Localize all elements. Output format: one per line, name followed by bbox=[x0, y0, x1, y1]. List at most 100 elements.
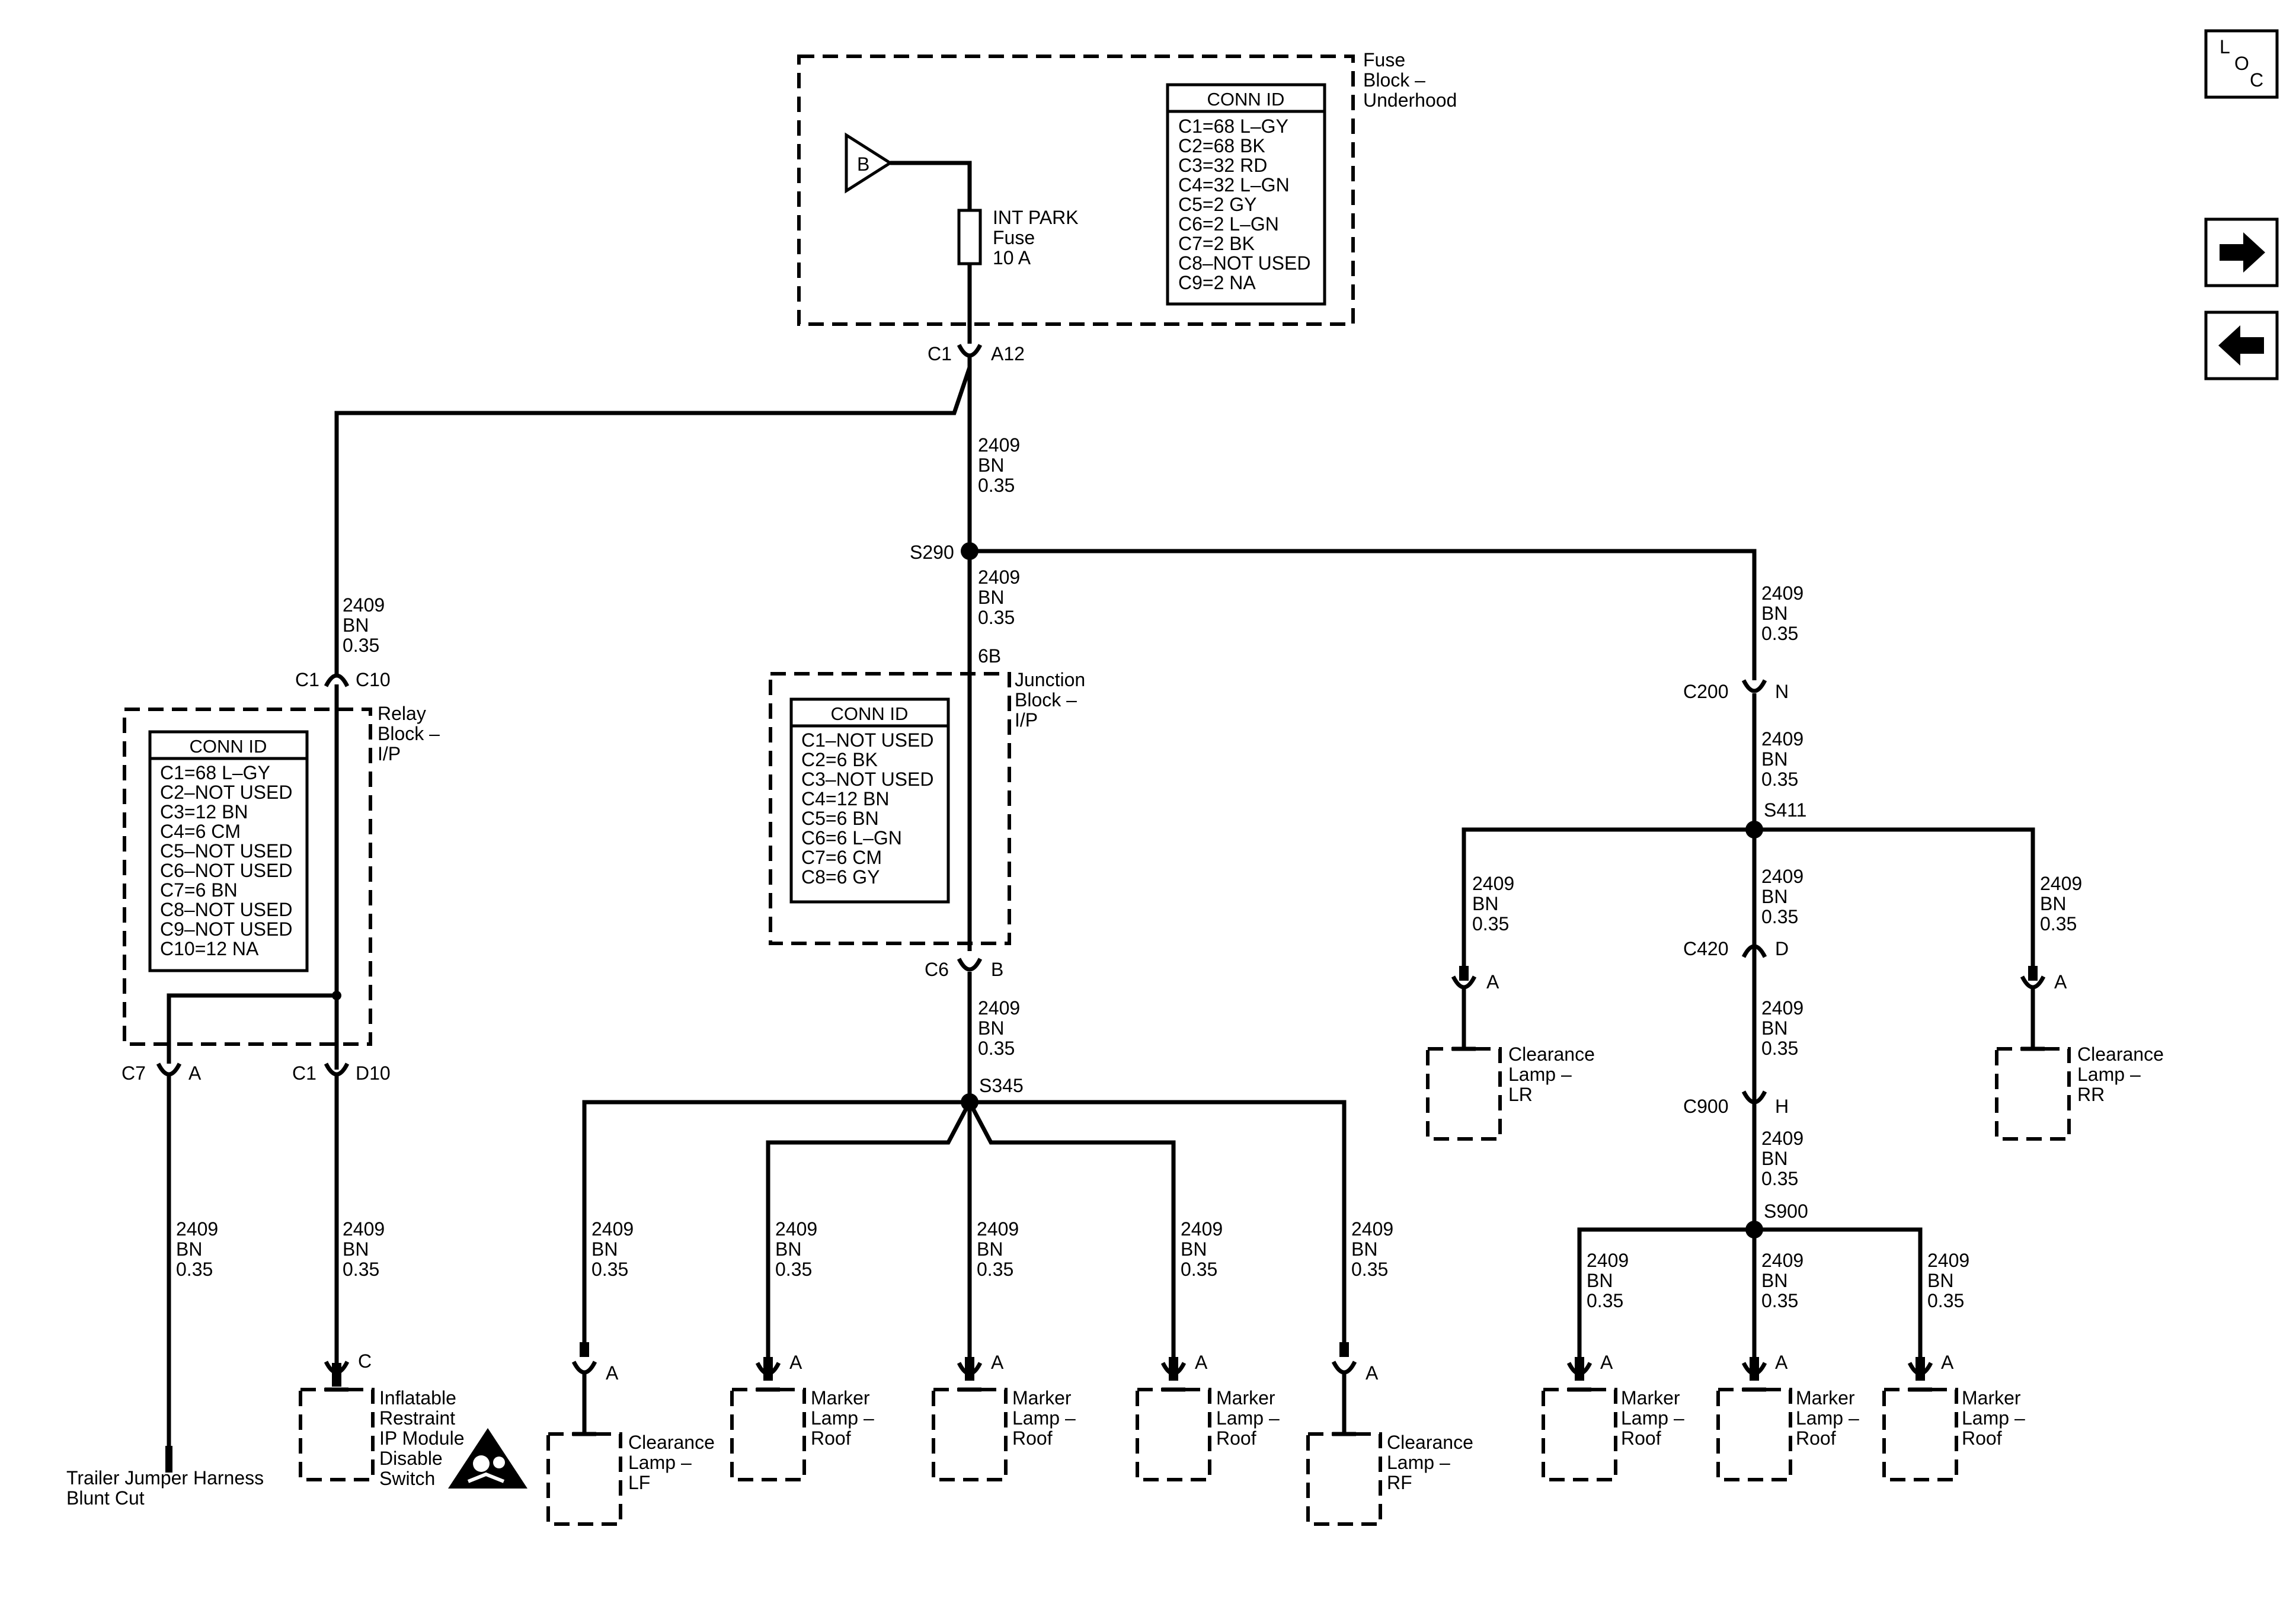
svg-text:0.35: 0.35 bbox=[1761, 1168, 1798, 1189]
loc-letter-c: C bbox=[2250, 69, 2263, 91]
connector-a bbox=[1451, 975, 1477, 990]
svg-text:C9–NOT USED: C9–NOT USED bbox=[160, 918, 292, 940]
svg-text:C6–NOT USED: C6–NOT USED bbox=[160, 860, 292, 881]
svg-text:2409: 2409 bbox=[978, 997, 1020, 1019]
svg-text:C10=12 NA: C10=12 NA bbox=[160, 938, 259, 959]
svg-text:C2=68 BK: C2=68 BK bbox=[1178, 135, 1265, 156]
svg-text:BN: BN bbox=[2040, 893, 2066, 914]
fuse-block-label: Fuse Block – Underhood bbox=[1363, 49, 1457, 111]
svg-text:0.35: 0.35 bbox=[775, 1259, 812, 1280]
connector-d10-label: D10 bbox=[356, 1062, 391, 1084]
airbag-warning-icon bbox=[448, 1428, 527, 1489]
svg-text:2409: 2409 bbox=[343, 1218, 385, 1240]
svg-text:Marker: Marker bbox=[1962, 1387, 2021, 1409]
svg-text:BN: BN bbox=[1472, 893, 1498, 914]
svg-text:BN: BN bbox=[176, 1238, 202, 1260]
svg-text:C3–NOT USED: C3–NOT USED bbox=[801, 769, 933, 790]
connector-c420-label: C420 bbox=[1683, 938, 1729, 959]
svg-text:CONN ID: CONN ID bbox=[190, 736, 267, 757]
marker-lamp-roof-3 bbox=[1136, 1388, 1211, 1481]
relay-block-label: Relay Block – I/P bbox=[378, 703, 440, 764]
svg-text:BN: BN bbox=[591, 1238, 618, 1260]
svg-text:BN: BN bbox=[978, 1017, 1004, 1039]
connector-c1-label: C1 bbox=[928, 343, 952, 364]
svg-text:Roof: Roof bbox=[1962, 1427, 2002, 1449]
svg-text:Lamp –: Lamp – bbox=[1796, 1407, 1859, 1429]
svg-text:BN: BN bbox=[978, 587, 1004, 608]
svg-text:2409: 2409 bbox=[2040, 873, 2082, 894]
svg-text:BN: BN bbox=[1761, 748, 1787, 770]
svg-text:0.35: 0.35 bbox=[1761, 906, 1798, 927]
connector-c1-d10 bbox=[324, 1062, 350, 1077]
svg-text:0.35: 0.35 bbox=[2040, 913, 2077, 934]
connector-d-label: D bbox=[1775, 938, 1789, 959]
connector-a bbox=[1907, 1362, 1933, 1376]
fuse-conn-id-table: CONN ID C1=68 L–GY C2=68 BK C3=32 RD C4=… bbox=[1166, 83, 1326, 306]
back-button[interactable] bbox=[2204, 311, 2279, 380]
connector-c1-label: C1 bbox=[292, 1062, 316, 1084]
connector-a bbox=[957, 1362, 983, 1376]
connector-c7-a bbox=[156, 1062, 182, 1077]
marker-lamp-roof-1 bbox=[730, 1388, 806, 1481]
svg-text:BN: BN bbox=[978, 454, 1004, 476]
connector-c420-d bbox=[1741, 944, 1767, 958]
svg-text:C7=6 CM: C7=6 CM bbox=[801, 847, 882, 868]
svg-text:A: A bbox=[606, 1362, 619, 1384]
svg-text:Lamp –: Lamp – bbox=[1962, 1407, 2025, 1429]
svg-text:2409: 2409 bbox=[1351, 1218, 1393, 1240]
svg-text:Marker: Marker bbox=[811, 1387, 870, 1409]
connector-b-label: B bbox=[991, 959, 1003, 980]
svg-text:Block –: Block – bbox=[378, 723, 440, 744]
svg-text:I/P: I/P bbox=[1015, 709, 1038, 731]
svg-text:RF: RF bbox=[1387, 1472, 1412, 1493]
forward-button[interactable] bbox=[2204, 217, 2279, 287]
splice-s290-label: S290 bbox=[910, 542, 954, 563]
svg-text:Clearance: Clearance bbox=[628, 1432, 715, 1453]
svg-text:2409: 2409 bbox=[1587, 1250, 1629, 1271]
connector-c1-c10 bbox=[324, 673, 350, 687]
svg-text:0.35: 0.35 bbox=[1761, 1290, 1798, 1311]
svg-text:C8=6 GY: C8=6 GY bbox=[801, 866, 880, 888]
svg-text:C8–NOT USED: C8–NOT USED bbox=[1178, 252, 1310, 274]
svg-text:Roof: Roof bbox=[1621, 1427, 1661, 1449]
svg-text:BN: BN bbox=[1761, 1148, 1787, 1169]
svg-text:CONN ID: CONN ID bbox=[1207, 89, 1285, 110]
connector-a bbox=[1566, 1362, 1593, 1376]
svg-text:2409: 2409 bbox=[591, 1218, 634, 1240]
splice-s411-label: S411 bbox=[1764, 799, 1806, 821]
airbag-disable-switch bbox=[299, 1388, 375, 1481]
connector-c200-n bbox=[1741, 679, 1767, 693]
svg-text:Roof: Roof bbox=[1012, 1427, 1053, 1449]
svg-text:CONN ID: CONN ID bbox=[831, 703, 909, 724]
svg-text:BN: BN bbox=[1761, 1270, 1787, 1291]
svg-text:BN: BN bbox=[977, 1238, 1003, 1260]
svg-text:Clearance: Clearance bbox=[2077, 1044, 2164, 1065]
svg-text:C2–NOT USED: C2–NOT USED bbox=[160, 782, 292, 803]
svg-text:Block –: Block – bbox=[1363, 69, 1425, 91]
marker-lamp-roof-2 bbox=[932, 1388, 1008, 1481]
loc-button[interactable]: L O C bbox=[2204, 29, 2279, 99]
connector-a bbox=[755, 1362, 781, 1376]
svg-text:Lamp –: Lamp – bbox=[628, 1452, 692, 1473]
svg-text:A: A bbox=[789, 1352, 802, 1373]
svg-text:2409: 2409 bbox=[1761, 1128, 1803, 1149]
junction-pin-label: 6B bbox=[978, 645, 1001, 667]
svg-text:0.35: 0.35 bbox=[1587, 1290, 1623, 1311]
svg-text:2409: 2409 bbox=[977, 1218, 1019, 1240]
connector-h-label: H bbox=[1775, 1096, 1789, 1117]
svg-text:C4=12 BN: C4=12 BN bbox=[801, 788, 890, 809]
